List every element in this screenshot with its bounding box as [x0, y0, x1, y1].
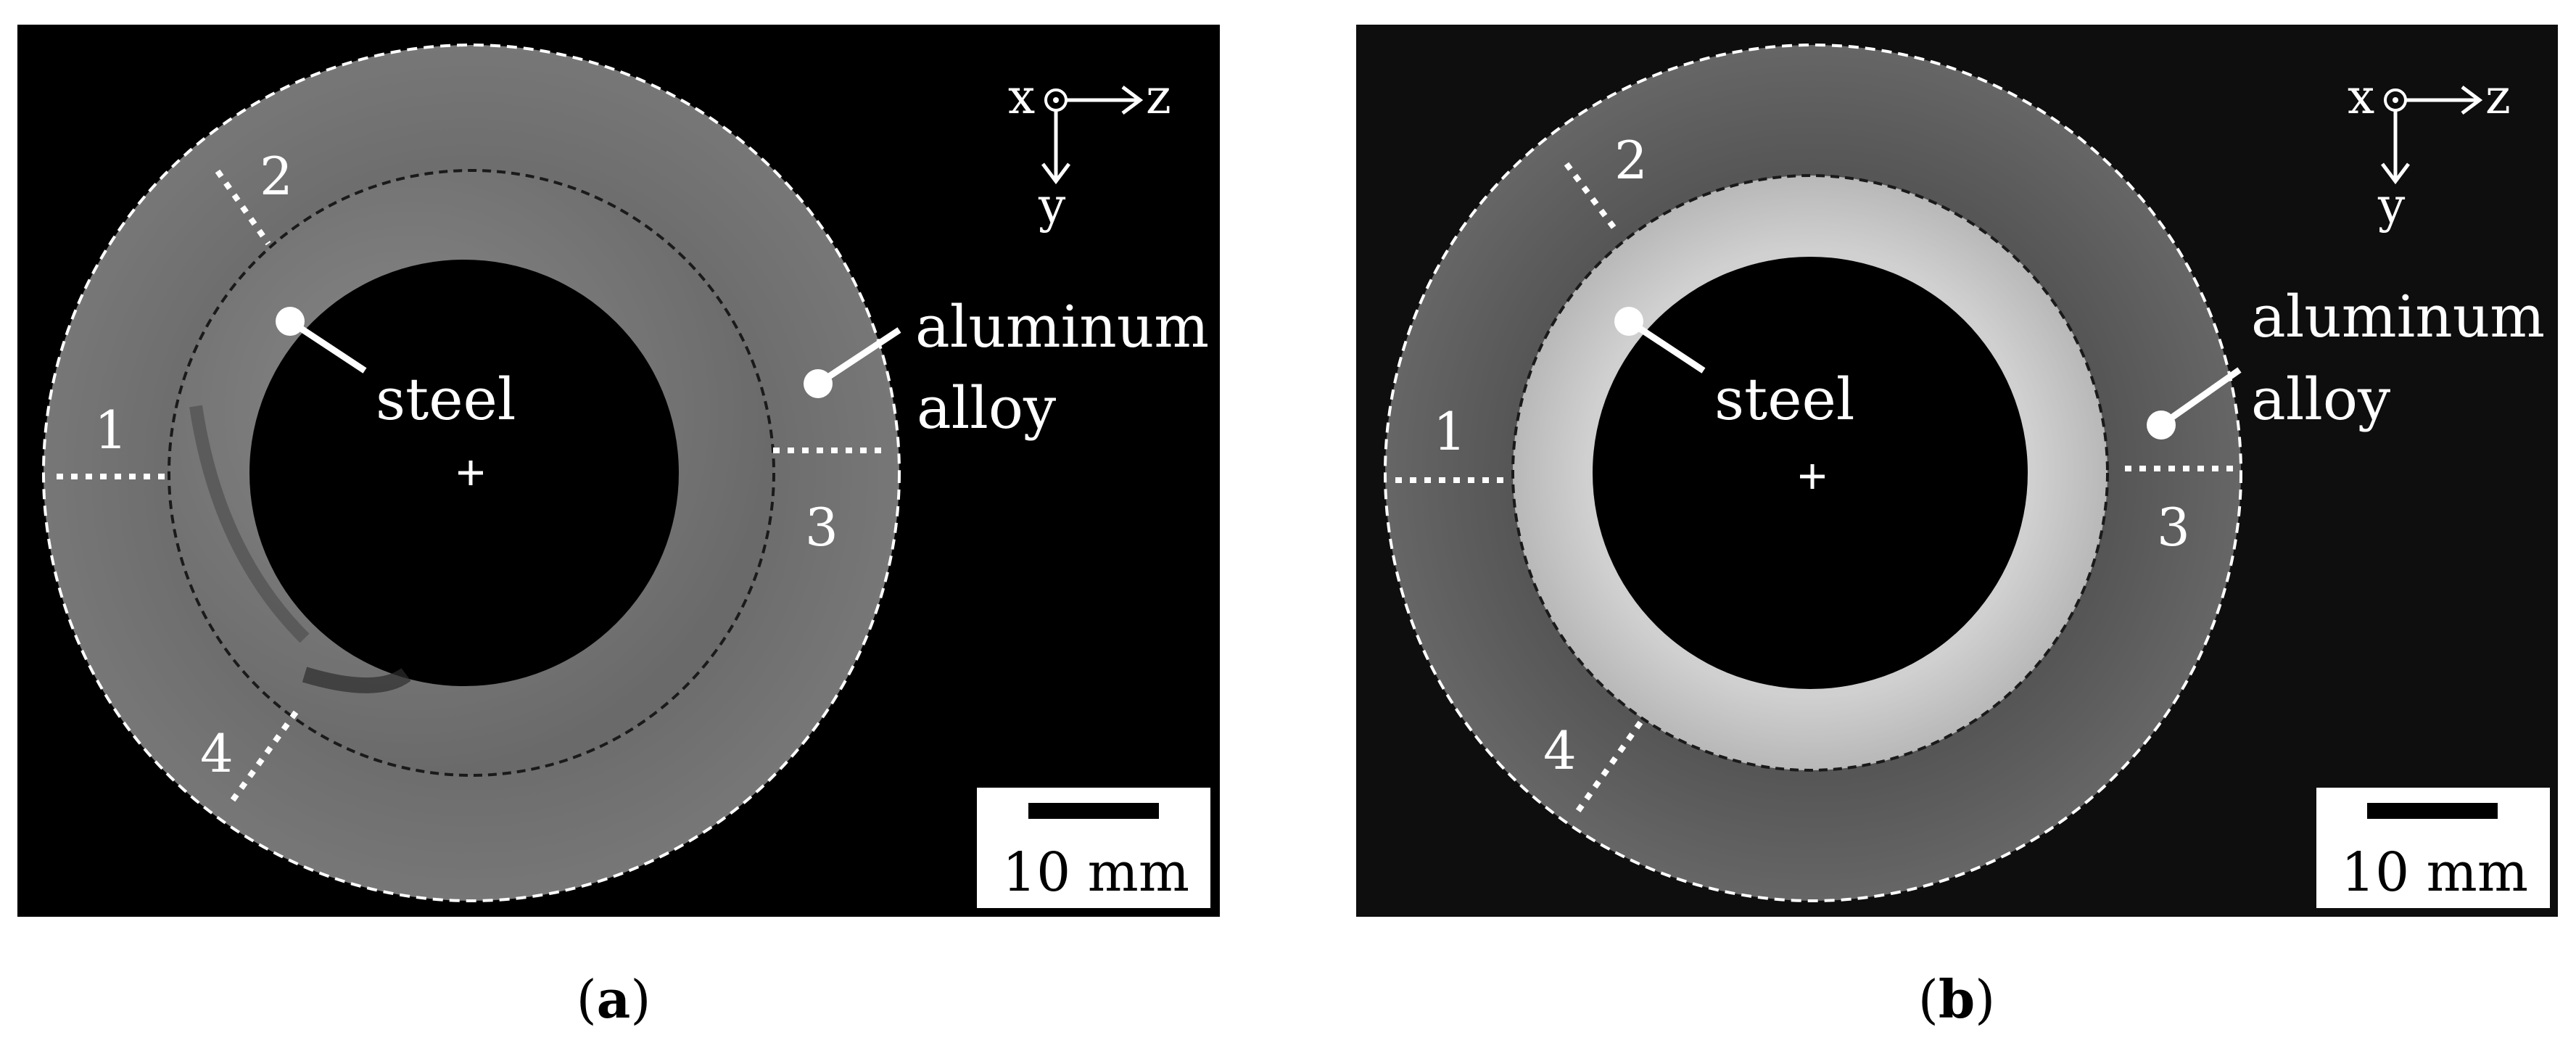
- caption-a-open: (: [576, 969, 597, 1030]
- caption-b-open: (: [1917, 969, 1939, 1030]
- dotted-line-2-b: [1564, 162, 1620, 234]
- interface-boundary-a: [168, 169, 775, 777]
- aluminum-label-line2-b: alloy: [2251, 366, 2390, 433]
- axis-y-label-b: y: [2377, 178, 2406, 234]
- bore-b: [1593, 257, 2028, 689]
- position-3-label-b: 3: [2157, 497, 2190, 558]
- scale-box-b: [2316, 788, 2550, 908]
- position-1-label-b: 1: [1433, 401, 1466, 462]
- aluminum-label-line1-a: aluminum: [915, 293, 1209, 360]
- steel-pointer-dot-a: [276, 307, 305, 336]
- steel-ring-a: [169, 170, 774, 775]
- aluminum-pointer-line-b: [2159, 367, 2242, 428]
- caption-a-letter: a: [596, 968, 631, 1030]
- aluminum-label-line1-b: aluminum: [2251, 283, 2545, 350]
- axis-y-arrow-b: [2381, 110, 2410, 185]
- caption-b-letter: b: [1938, 968, 1976, 1030]
- axis-x-label-a: x: [1008, 69, 1035, 125]
- aluminum-label-line2-a: alloy: [917, 374, 1056, 442]
- axis-z-arrow-b: [2406, 86, 2483, 115]
- steel-ring-b: [1513, 176, 2108, 770]
- scale-bar-b: [2367, 803, 2498, 819]
- bore-a: [249, 260, 679, 686]
- center-cross-b: [1800, 464, 1825, 489]
- axis-z-label-b: z: [2485, 69, 2511, 125]
- aluminum-ring-b: [1385, 45, 2241, 901]
- axis-y-label-a: y: [1038, 178, 1066, 234]
- steel-label-b: steel: [1714, 366, 1854, 433]
- steel-pointer-line-b: [1627, 318, 1706, 374]
- interface-boundary-b: [1511, 174, 2109, 772]
- steel-pointer-dot-b: [1614, 307, 1643, 336]
- dotted-line-2-a: [215, 169, 271, 246]
- scale-label-a: 10 mm: [1002, 841, 1189, 904]
- position-2-label-b: 2: [1614, 130, 1648, 191]
- axis-y-arrow-a: [1041, 110, 1070, 185]
- axis-x-symbol-a: [1044, 88, 1068, 112]
- outer-boundary-a: [42, 44, 901, 902]
- aluminum-ring-a: [44, 45, 899, 901]
- caption-b: (b): [1884, 968, 2029, 1030]
- scale-label-b: 10 mm: [2341, 841, 2528, 904]
- caption-a-close: ): [630, 969, 651, 1030]
- dotted-line-4-a: [226, 710, 299, 807]
- center-cross-a: [458, 461, 483, 485]
- micrograph-a-background: [17, 25, 1220, 917]
- axis-x-symbol-b: [2384, 88, 2407, 112]
- scale-box-a: [977, 788, 1210, 908]
- axis-z-label-a: z: [1146, 69, 1171, 125]
- aluminum-pointer-dot-b: [2147, 411, 2176, 440]
- dotted-line-4-b: [1575, 720, 1643, 813]
- caption-a: (a): [541, 968, 686, 1030]
- outer-boundary-b: [1384, 44, 2242, 902]
- position-4-label-b: 4: [1543, 720, 1577, 781]
- position-2-label-a: 2: [260, 146, 293, 207]
- position-1-label-a: 1: [94, 400, 128, 461]
- scale-bar-a: [1028, 803, 1159, 819]
- micrograph-b-background: [1356, 25, 2558, 917]
- axis-z-arrow-a: [1066, 86, 1144, 115]
- steel-pointer-line-a: [288, 318, 367, 374]
- caption-b-close: ): [1975, 969, 1996, 1030]
- axis-x-label-b: x: [2348, 69, 2374, 125]
- position-4-label-a: 4: [200, 723, 234, 784]
- steel-label-a: steel: [376, 366, 516, 433]
- position-3-label-a: 3: [805, 497, 838, 558]
- aluminum-pointer-dot-a: [804, 369, 833, 398]
- aluminum-pointer-line-a: [816, 327, 901, 387]
